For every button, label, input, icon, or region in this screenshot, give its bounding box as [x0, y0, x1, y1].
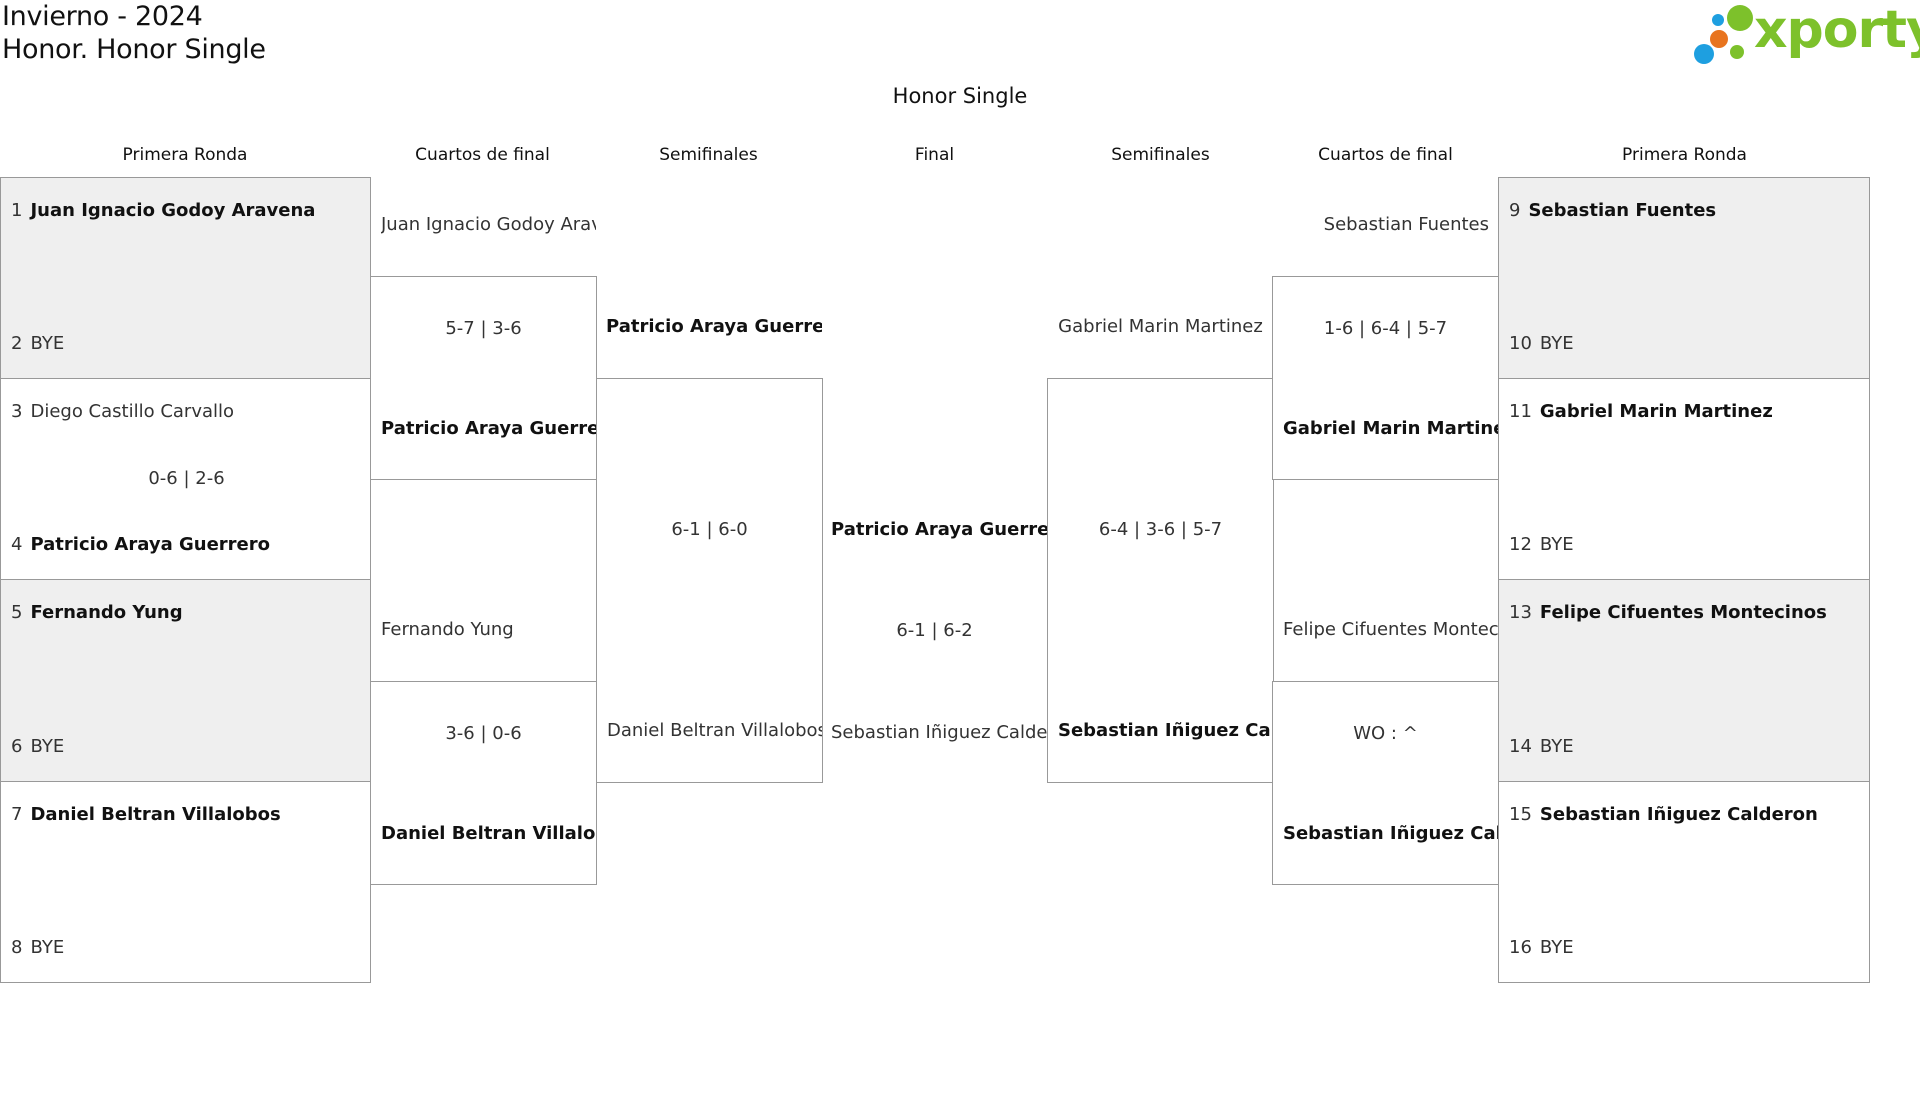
semi-left-score: 6-1 | 6-0: [671, 519, 748, 540]
xporty-logo-text: xporty: [1754, 0, 1920, 60]
semi-right-match: 6-4 | 3-6 | 5-7 Sebastian Iñiguez Calder…: [1047, 378, 1274, 783]
quarter-left-top-player1[interactable]: Juan Ignacio Godoy Aravena: [381, 214, 596, 235]
round-header-left-first: Primera Ronda: [122, 145, 248, 165]
final-player2[interactable]: Sebastian Iñiguez Calderon: [831, 722, 1047, 743]
round-header-right-first: Primera Ronda: [1622, 145, 1747, 165]
round-header-right-semis: Semifinales: [1111, 145, 1210, 165]
final-score: 6-1 | 6-2: [896, 620, 973, 641]
quarter-left-bottom-match: 3-6 | 0-6 Daniel Beltran Villalobos: [370, 681, 597, 885]
quarter-right-top-match: 1-6 | 6-4 | 5-7 Gabriel Marin Martinez: [1272, 276, 1499, 480]
semi-right-score: 6-4 | 3-6 | 5-7: [1098, 519, 1223, 540]
quarter-right-bottom-match: WO : ^ Sebastian Iñiguez Calderon: [1272, 681, 1499, 885]
quarter-left-bottom-score: 3-6 | 0-6: [445, 723, 522, 744]
quarter-left-top-match: 5-7 | 3-6 Patricio Araya Guerrero: [370, 276, 597, 480]
quarter-right-bottom-player2[interactable]: Sebastian Iñiguez Calderon: [1283, 823, 1498, 844]
xporty-logo-dots-icon: [1694, 5, 1753, 64]
quarter-right-bottom-player1[interactable]: Felipe Cifuentes Montecinos: [1283, 619, 1499, 640]
semi-left-player2[interactable]: Daniel Beltran Villalobos: [607, 720, 823, 741]
semi-right-player1[interactable]: Gabriel Marin Martinez: [1058, 316, 1263, 337]
semi-left-player1[interactable]: Patricio Araya Guerrero: [606, 316, 822, 337]
quarter-right-top-player1[interactable]: Sebastian Fuentes: [1323, 214, 1489, 235]
quarter-right-top-player2[interactable]: Gabriel Marin Martinez: [1283, 418, 1499, 439]
semi-left-match: 6-1 | 6-0 Daniel Beltran Villalobos: [596, 378, 823, 783]
quarter-left-bottom-player2[interactable]: Daniel Beltran Villalobos: [381, 823, 596, 844]
match-2-score: 0-6 | 2-6: [148, 468, 225, 489]
round-header-left-semis: Semifinales: [659, 145, 758, 165]
xporty-logo: xporty: [1692, 0, 1920, 70]
quarter-left-top-player2[interactable]: Patricio Araya Guerrero: [381, 418, 597, 439]
tournament-category: Honor. Honor Single: [2, 34, 266, 65]
quarter-left-top-score: 5-7 | 3-6: [445, 318, 522, 339]
final-player1[interactable]: Patricio Araya Guerrero: [831, 519, 1047, 540]
round-header-final: Final: [914, 145, 955, 165]
round-header-left-quarters: Cuartos de final: [415, 145, 550, 165]
quarter-left-bottom-player1[interactable]: Fernando Yung: [381, 619, 514, 640]
semi-right-player2[interactable]: Sebastian Iñiguez Calderon: [1058, 720, 1273, 741]
bracket-title: Honor Single: [892, 84, 1028, 108]
quarter-right-bottom-score: WO : ^: [1353, 723, 1418, 744]
quarter-right-top-score: 1-6 | 6-4 | 5-7: [1323, 318, 1448, 339]
round-header-right-quarters: Cuartos de final: [1318, 145, 1453, 165]
tournament-season: Invierno - 2024: [2, 1, 203, 32]
